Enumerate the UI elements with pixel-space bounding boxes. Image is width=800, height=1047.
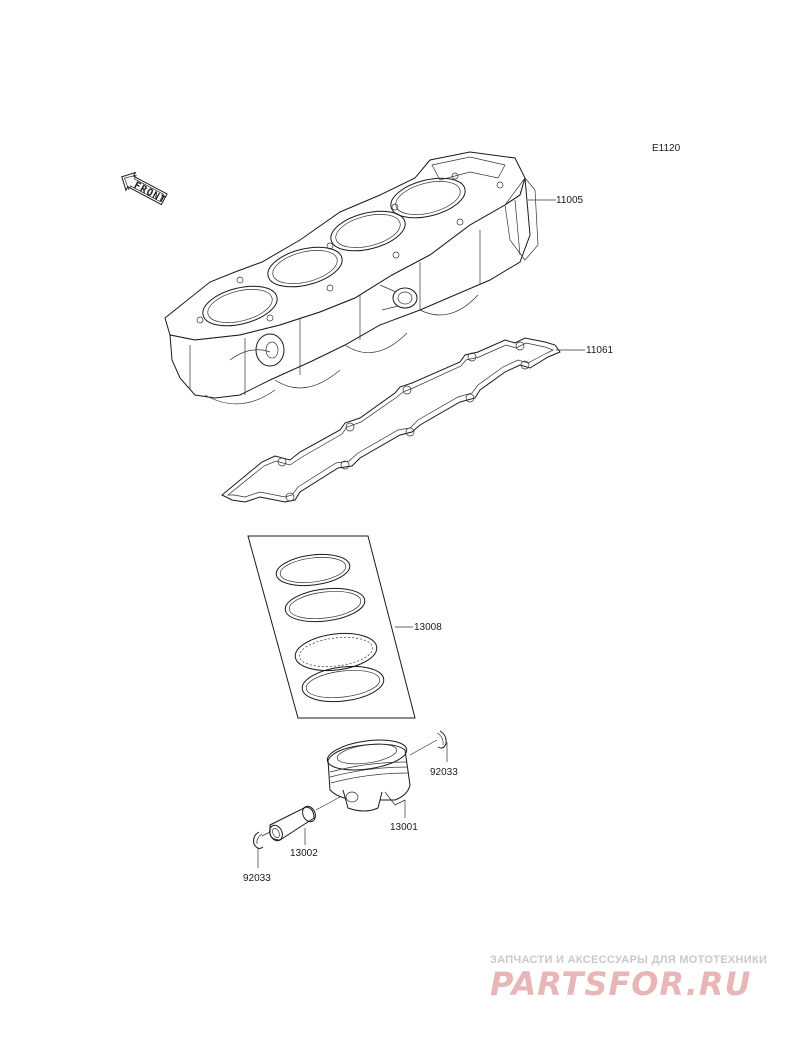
snap-ring-left-drawing — [253, 831, 264, 849]
leader-snapring-pin — [261, 831, 271, 837]
part-label-13008: 13008 — [414, 622, 442, 633]
part-label-92033-right: 92033 — [430, 767, 458, 778]
cylinder-block-drawing — [164, 151, 539, 405]
part-label-11005: 11005 — [556, 195, 584, 206]
part-label-13001: 13001 — [390, 822, 418, 833]
diagram-code: E1120 — [652, 143, 681, 154]
piston-pin-drawing — [269, 805, 316, 842]
watermark-brand: PARTSFOR.RU — [490, 965, 751, 1003]
watermark-tagline: ЗАПЧАСТИ И АКСЕССУАРЫ ДЛЯ МОТОТЕХНИКИ — [490, 954, 767, 966]
piston-drawing — [326, 739, 411, 812]
part-label-92033-left: 92033 — [243, 873, 271, 884]
leader-piston-snapring — [409, 739, 438, 756]
piston-ring-set-drawing — [247, 535, 416, 719]
snap-ring-right-drawing — [436, 730, 447, 749]
leader-pin-piston — [315, 796, 341, 811]
front-label: FRONT — [132, 180, 168, 206]
front-arrow-icon: FRONT — [121, 171, 168, 206]
part-label-13002: 13002 — [290, 848, 318, 859]
base-gasket-drawing — [221, 337, 561, 503]
part-label-11061: 11061 — [586, 345, 614, 356]
